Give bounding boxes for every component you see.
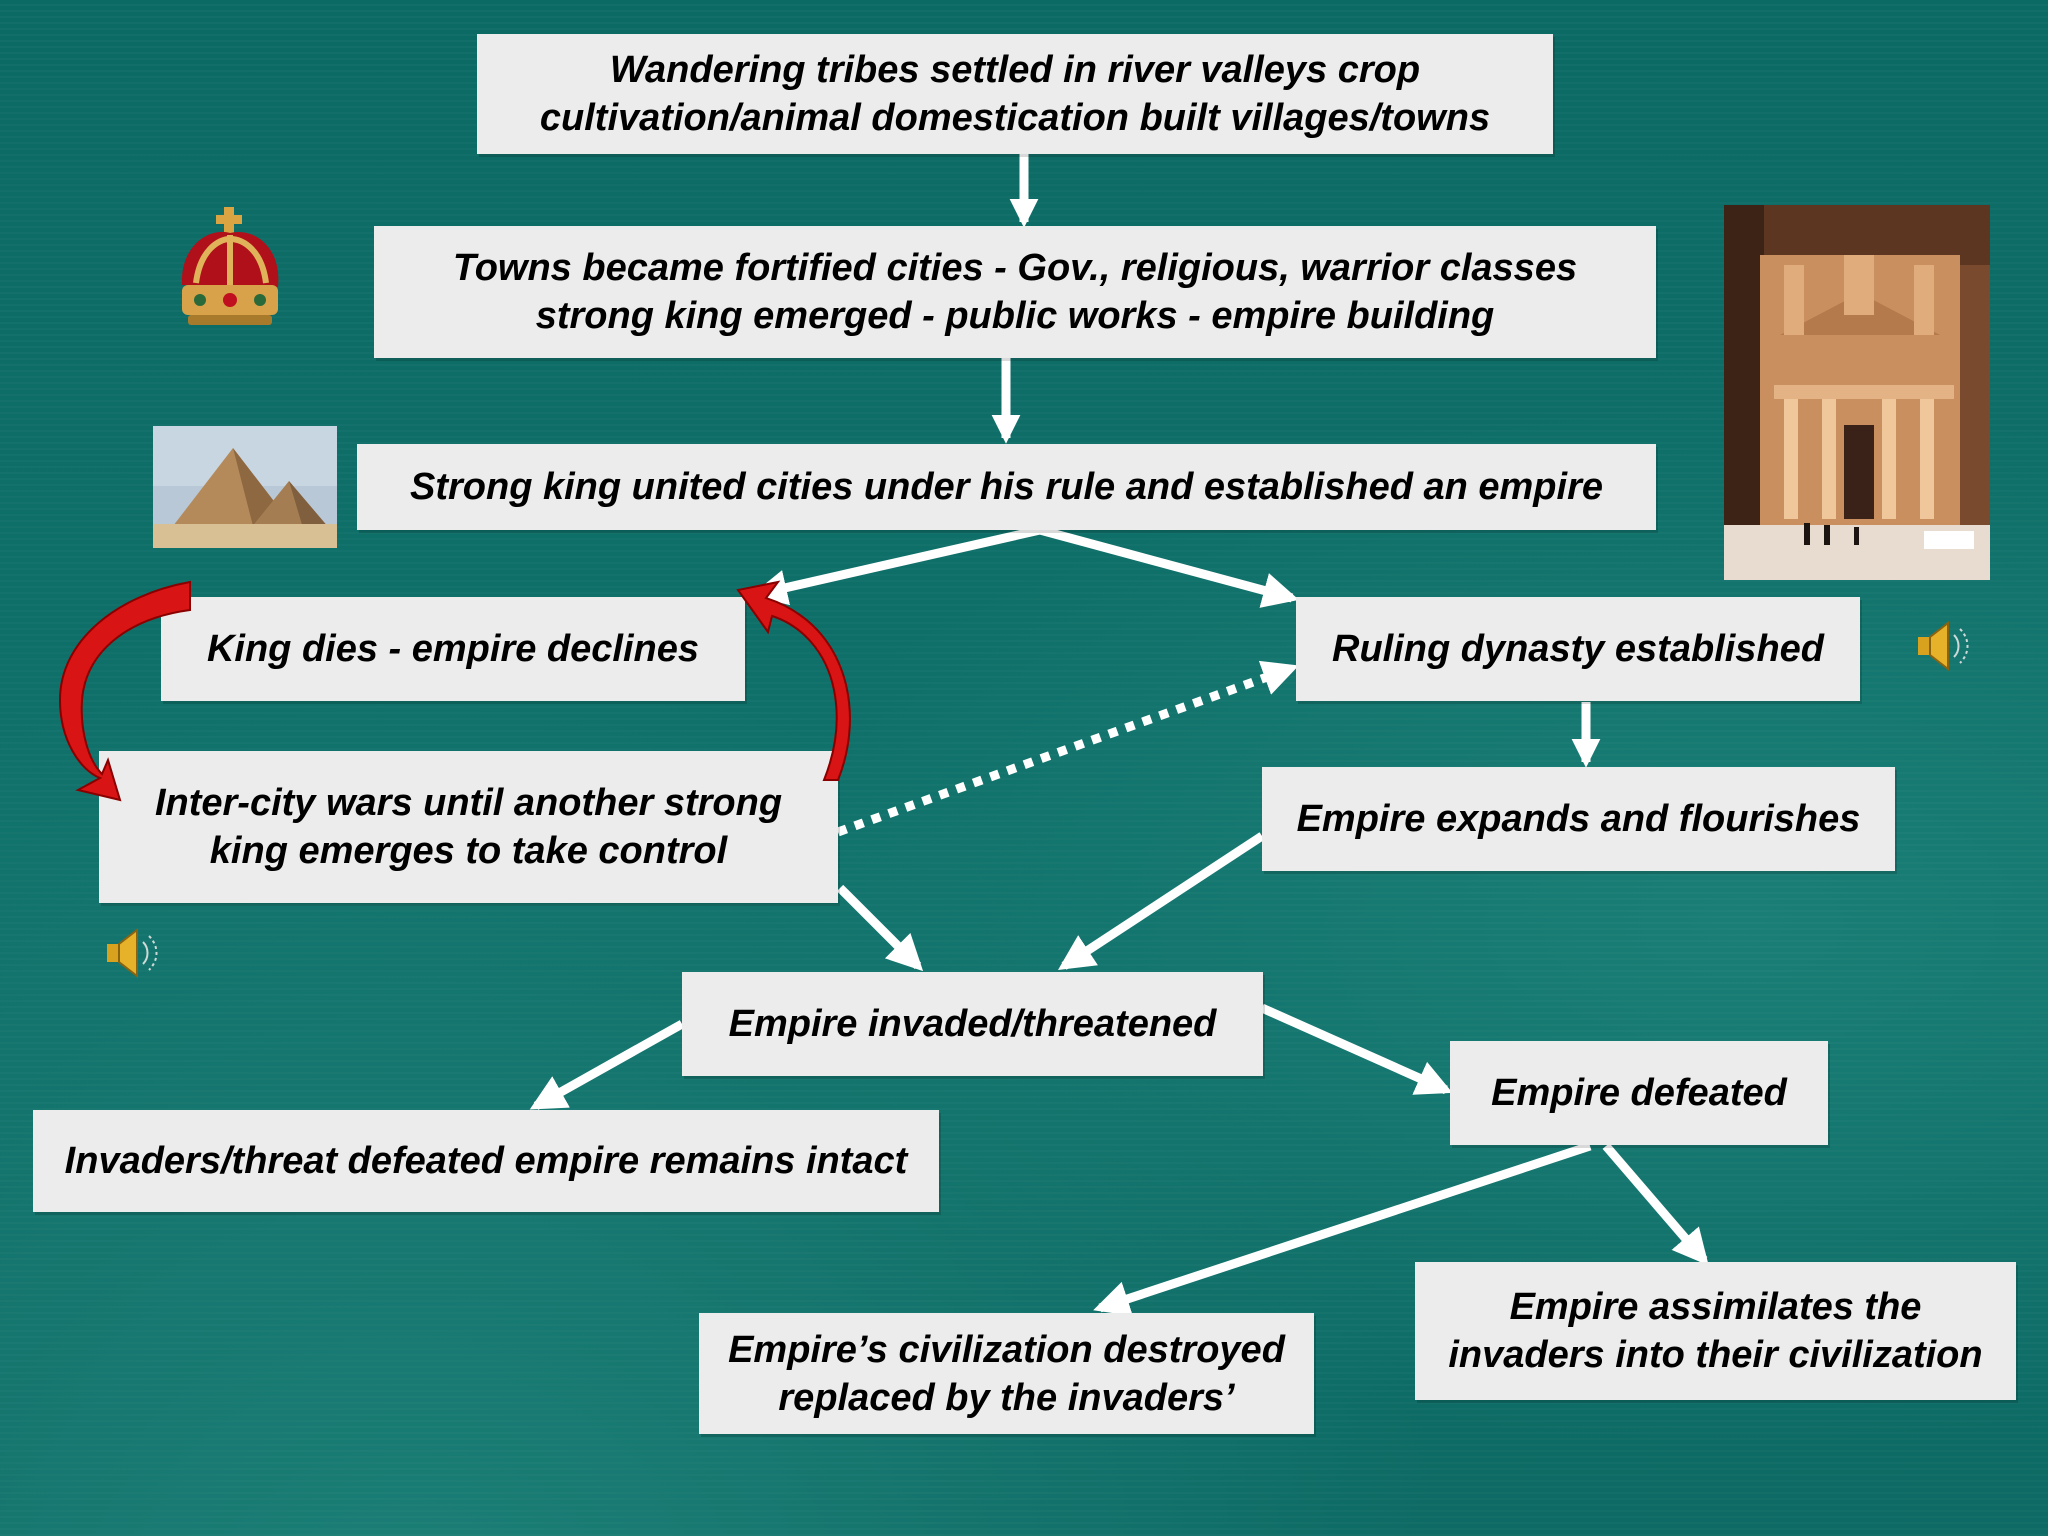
node-text-line: Ruling dynasty established [1332, 628, 1824, 670]
node-text-line: replaced by the invaders’ [778, 1376, 1235, 1419]
node-text-line: King dies - empire declines [206, 628, 700, 670]
node-text-line: Towns became fortified cities - Gov., re… [452, 247, 1578, 289]
node-wandering-tribes: Wandering tribes settled in river valley… [477, 34, 1553, 154]
node-text-line: Empire’s civilization destroyed [728, 1328, 1285, 1371]
node-empire-expands: Empire expands and flourishes [1262, 767, 1895, 871]
node-text-line: Invaders/threat defeated empire remains … [64, 1140, 908, 1182]
speaker-icon[interactable] [101, 924, 165, 982]
node-ruling-dynasty: Ruling dynasty established [1296, 597, 1860, 701]
node-invaders-defeated: Invaders/threat defeated empire remains … [33, 1110, 939, 1212]
node-text-line: Empire expands and flourishes [1296, 798, 1861, 840]
node-empire-assimilates: Empire assimilates the invaders into thei… [1415, 1262, 2016, 1400]
node-text-line: Empire defeated [1491, 1072, 1787, 1114]
crown-image [181, 207, 279, 325]
pyramids-image [153, 426, 337, 548]
node-fortified-cities: Towns became fortified cities - Gov., re… [374, 226, 1656, 358]
node-king-dies: King dies - empire declines [161, 597, 745, 701]
node-civilization-destroyed: Empire’s civilization destroyed replaced … [699, 1313, 1314, 1434]
node-text-line: king emerges to take control [209, 830, 728, 872]
node-text-line: invaders into their civilization [1448, 1334, 1983, 1376]
node-text-line: Strong king united cities under his rule… [409, 466, 1603, 508]
node-empire-defeated: Empire defeated [1450, 1041, 1828, 1145]
speaker-icon[interactable] [1912, 617, 1976, 675]
node-text-line: cultivation/animal domestication built v… [539, 97, 1491, 139]
node-text-line: Inter-city wars until another strong [154, 782, 783, 824]
node-strong-king-empire: Strong king united cities under his rule… [357, 444, 1656, 530]
petra-treasury-image [1724, 205, 1990, 580]
node-text-line: Empire invaded/threatened [728, 1003, 1217, 1045]
node-inter-city-wars: Inter-city wars until another strong king… [99, 751, 838, 903]
node-empire-invaded: Empire invaded/threatened [682, 972, 1263, 1076]
node-text-line: Wandering tribes settled in river valley… [609, 49, 1421, 91]
node-text-line: strong king emerged - public works - emp… [535, 295, 1495, 337]
node-text-line: Empire assimilates the [1509, 1286, 1922, 1328]
